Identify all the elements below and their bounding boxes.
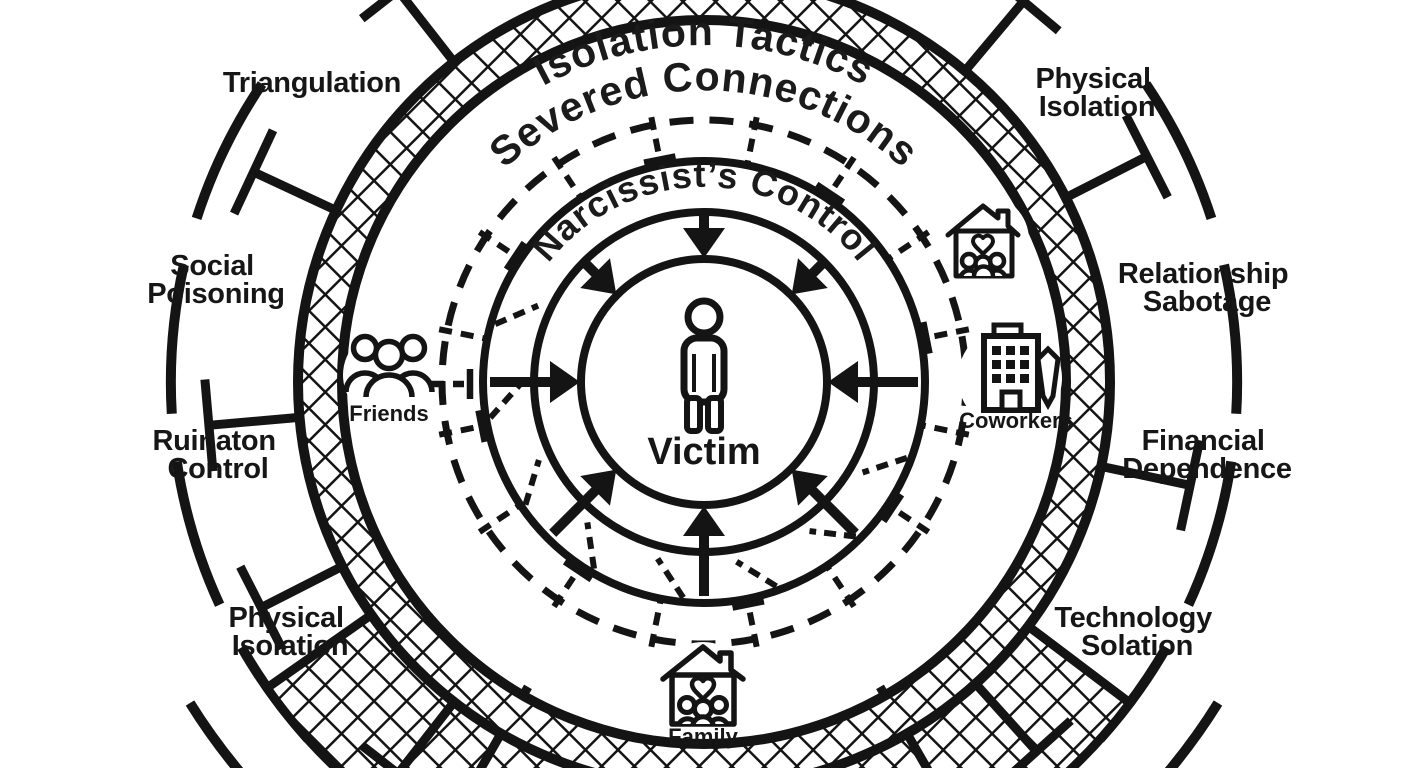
outer-arc-left (165, 81, 312, 743)
family-label: Family (668, 724, 738, 749)
label-financial-dependence: Financial Dependence (1122, 425, 1292, 485)
dashed-spoke (480, 506, 518, 532)
ring-inner-circle (337, 15, 1071, 749)
band-diagonal-dash (652, 559, 689, 598)
dashed-spoke (554, 158, 580, 196)
office-building-tie-icon (981, 322, 1061, 413)
heart-icon (971, 233, 995, 256)
victim-person-icon (680, 297, 728, 434)
corner-arc-bottom-right (1164, 700, 1223, 768)
inward-arrow (683, 214, 725, 258)
label-ruinaton-control: Ruinaton Control (152, 425, 283, 485)
victim-label: Victim (647, 431, 760, 473)
dashed-spoke (890, 232, 928, 258)
ring-outer-circle (293, 0, 1115, 768)
corner-arc-bottom-left (185, 700, 244, 768)
isolation-tactics-ring (293, 0, 1115, 768)
dashed-spoke (828, 568, 854, 606)
home-heart-icon (945, 203, 1021, 279)
label-triangulation: Triangulation (223, 67, 401, 99)
label-physical-isolation-bottom-left: Physical Isolation (228, 602, 351, 662)
family-home-heart-icon (660, 644, 746, 727)
friends-group-icon (343, 333, 435, 398)
friends-label: Friends (349, 401, 428, 426)
friends-connector (430, 369, 474, 399)
heart-icon (689, 676, 717, 702)
band-diagonal-dash (737, 553, 777, 594)
band-diagonal-dash (488, 383, 525, 418)
label-technology-solation: Technology Solation (1054, 602, 1219, 662)
label-social-poisoning: Social Poisoning (147, 250, 284, 310)
label-relationship-sabotage: Relationship Sabotage (1118, 258, 1296, 318)
tie-icon (1035, 345, 1061, 411)
dashed-spoke (439, 329, 484, 338)
victim-circle (577, 255, 831, 509)
coworkers-label: Coworkers (959, 408, 1073, 433)
label-physical-isolation-top-right: Physical Isolation (1035, 63, 1158, 123)
outer-arc-right (1096, 81, 1243, 743)
outer-labels: Triangulation Social Poisoning Ruinaton … (147, 63, 1296, 662)
